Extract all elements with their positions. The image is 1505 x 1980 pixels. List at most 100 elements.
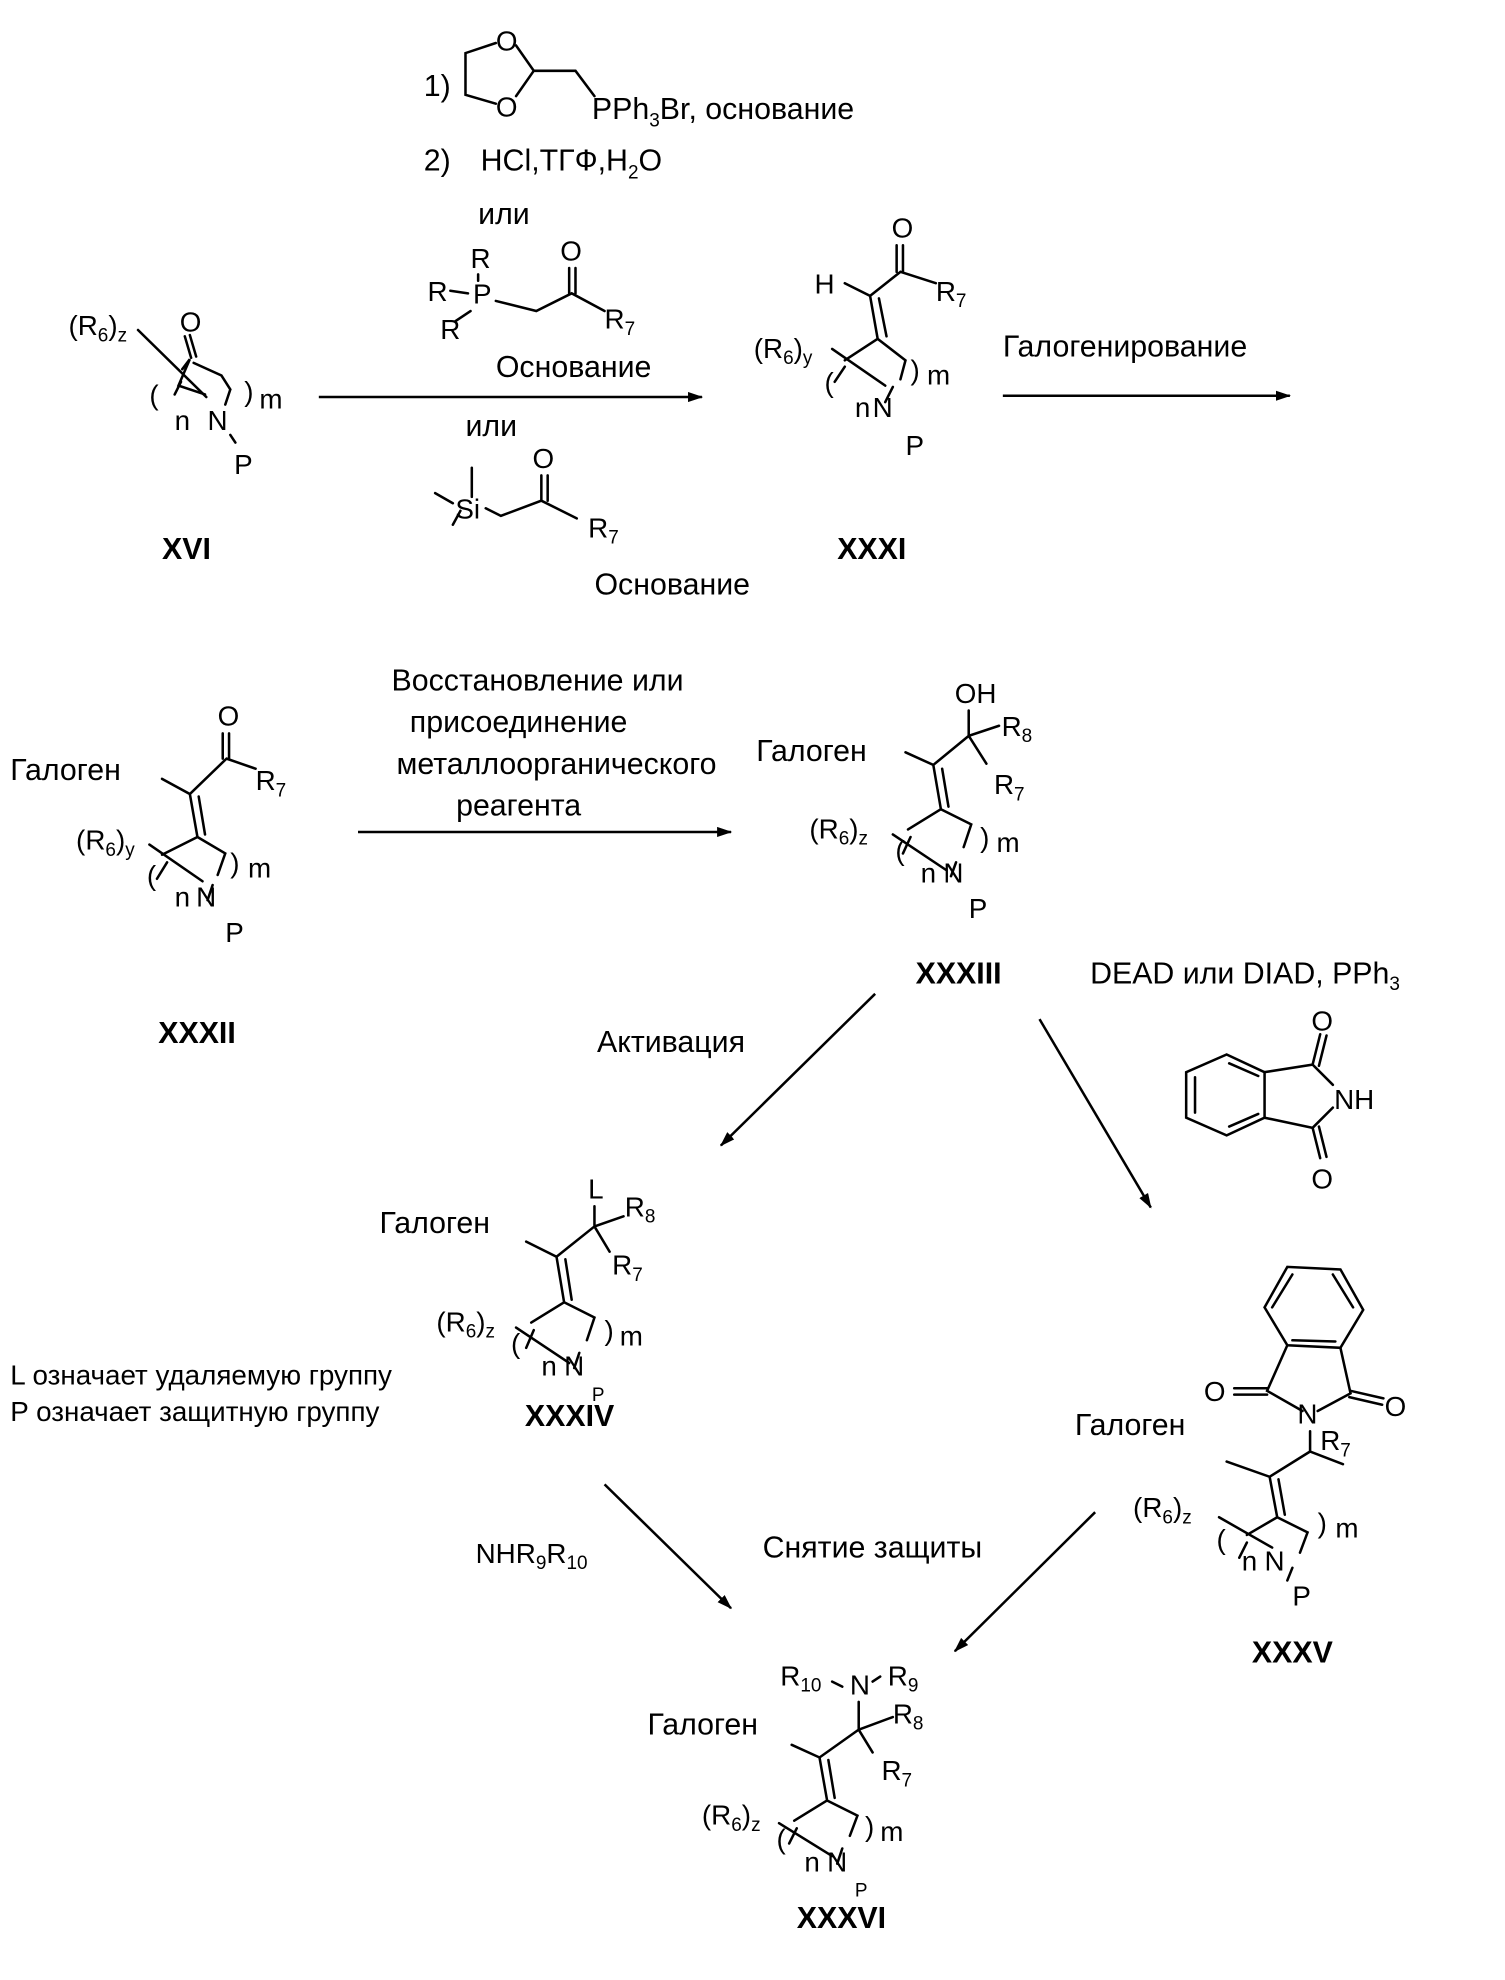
compound-xxxi: O H R7 (R6)y ( ) m n N P XXXI — [754, 213, 967, 566]
compound-label-xxxiii: XXXIII — [916, 958, 1002, 991]
protecting-group-p: P — [1292, 1581, 1311, 1612]
phosphorus-atom: P — [473, 278, 492, 309]
reaction-arrow-activation — [721, 994, 875, 1146]
reduction-line-3: металлоорганического — [397, 748, 717, 781]
ring-bracket-open: ( — [1217, 1524, 1227, 1555]
p-substituent-r: R — [428, 276, 448, 307]
protecting-group-p: P — [969, 893, 988, 924]
r8-label: R8 — [1002, 711, 1033, 747]
ring-index-n: n — [855, 392, 870, 423]
dioxolane-oxygen-bottom: O — [496, 91, 518, 122]
ring-bracket-close: ) — [1318, 1507, 1327, 1538]
ring-nitrogen: N — [1265, 1545, 1285, 1576]
dioxolane-oxygen-top: O — [496, 26, 518, 57]
legend-leaving-group: L означает удаляемую группу — [10, 1359, 392, 1390]
reduction-line-4: реагента — [456, 790, 581, 823]
ring-bracket-close: ) — [605, 1315, 614, 1346]
imide-oxygen-bottom: O — [1311, 1164, 1333, 1195]
ring-bracket-close: ) — [980, 822, 989, 853]
compound-label-xxxii: XXXII — [158, 1017, 236, 1050]
or-label-1: или — [478, 198, 530, 231]
halogen-label: Галоген — [756, 735, 867, 768]
base-label-2: Основание — [594, 568, 750, 601]
phosphorane-reagent: R R R P O R7 — [428, 235, 636, 344]
ring-index-m: m — [259, 383, 282, 414]
base-label-1: Основание — [496, 351, 652, 384]
ketone-oxygen: O — [180, 306, 202, 337]
ring-bracket-close: ) — [244, 376, 253, 407]
or-label-2: или — [465, 410, 517, 443]
ring-bracket-open: ( — [777, 1824, 787, 1855]
ring-nitrogen: N — [873, 392, 893, 423]
r8-label: R8 — [893, 1698, 924, 1734]
compound-label-xxxi: XXXI — [837, 533, 906, 566]
ring-index-m: m — [1335, 1512, 1358, 1543]
r6-group: (R6)z — [68, 310, 127, 346]
amine-nitrogen: N — [850, 1669, 870, 1700]
protecting-group-p: P — [234, 449, 253, 480]
protecting-group-p: P — [905, 430, 924, 461]
ring-nitrogen: N — [564, 1351, 584, 1382]
reduction-conditions: Восстановление или присоединение металло… — [392, 664, 717, 822]
ring-bracket-close: ) — [230, 847, 239, 878]
ring-nitrogen: N — [208, 405, 228, 436]
r6-group: (R6)y — [76, 825, 135, 861]
vinyl-hydrogen: H — [814, 268, 834, 299]
p-substituent-r: R — [471, 243, 491, 274]
ring-index-n: n — [175, 405, 190, 436]
ring-index-m: m — [927, 359, 950, 390]
r7-label: R7 — [612, 1249, 643, 1285]
step1-reagent: PPh3Br, основание — [592, 93, 854, 132]
r10-label: R10 — [780, 1660, 821, 1696]
compound-xxxii: O Галоген R7 (R6)y ( ) m n N P XXXII — [10, 701, 286, 1050]
silyl-reagent: Si O R7 — [435, 443, 619, 549]
r6-group: (R6)z — [436, 1306, 495, 1342]
r7-label: R7 — [881, 1755, 912, 1791]
compound-label-xxxv: XXXV — [1252, 1637, 1334, 1670]
ring-index-n: n — [175, 882, 190, 913]
activation-label: Активация — [597, 1026, 745, 1059]
r7-label: R7 — [936, 276, 967, 312]
ring-index-n: n — [921, 858, 936, 889]
r7-label: R7 — [588, 512, 619, 548]
step1-number: 1) — [424, 70, 451, 103]
carbonyl-oxygen: O — [533, 443, 555, 474]
reduction-line-2: присоединение — [410, 706, 628, 739]
halogen-label: Галоген — [648, 1709, 759, 1742]
r7-label: R7 — [1320, 1425, 1351, 1461]
protecting-group-p: P — [855, 1881, 868, 1902]
halogen-label: Галоген — [1075, 1409, 1186, 1442]
ring-bracket-close: ) — [911, 354, 920, 385]
r9-label: R9 — [888, 1660, 919, 1696]
ring-index-n: n — [1242, 1545, 1257, 1576]
ring-bracket-close: ) — [865, 1811, 874, 1842]
ketone-oxygen: O — [892, 213, 914, 244]
ring-nitrogen: N — [943, 858, 963, 889]
legend-protecting-group: P означает защитную группу — [10, 1396, 379, 1427]
legend: L означает удаляемую группу P означает з… — [10, 1359, 392, 1427]
compound-xxxiii: OH Галоген R8 R7 (R6)z ( ) m n N P XXXII… — [756, 678, 1032, 991]
compound-xxxiv: L Галоген R8 R7 (R6)z ( ) m n N P XXXIV — [380, 1174, 656, 1434]
ring-bracket-open: ( — [149, 380, 159, 411]
reaction-arrow-mitsunobu — [1040, 1019, 1151, 1207]
ring-bracket-open: ( — [895, 835, 905, 866]
ring-bracket-open: ( — [511, 1328, 521, 1359]
protecting-group-p: P — [225, 917, 244, 948]
ring-index-m: m — [620, 1320, 643, 1351]
reaction-arrow-amination — [605, 1484, 731, 1608]
r6-group: (R6)z — [1133, 1492, 1192, 1528]
carbonyl-oxygen: O — [560, 235, 582, 266]
compound-xxxv: O O N Галоген R7 (R6)z ( ) m n N P XXXV — [1075, 1267, 1406, 1670]
imide-nh: NH — [1334, 1084, 1374, 1115]
leaving-group-l: L — [588, 1174, 603, 1205]
halogenation-label: Галогенирование — [1003, 331, 1247, 364]
imide-oxygen-right: O — [1385, 1391, 1407, 1422]
compound-xvi: (R6)z O ( ) m n N P XVI — [68, 306, 282, 566]
r6-group: (R6)z — [702, 1799, 761, 1835]
imide-oxygen-left: O — [1204, 1376, 1226, 1407]
halogen-label: Галоген — [380, 1207, 491, 1240]
hydroxyl-group: OH — [955, 678, 997, 709]
silicon-atom: Si — [455, 493, 480, 524]
r6-group: (R6)y — [754, 333, 813, 369]
r7-label: R7 — [605, 304, 636, 340]
